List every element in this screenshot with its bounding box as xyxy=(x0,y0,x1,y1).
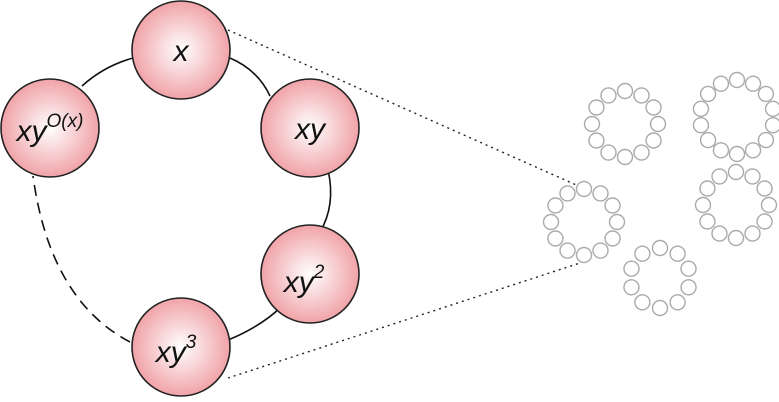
bead xyxy=(692,117,710,134)
edge-xy3-xyOx-dashed xyxy=(32,175,131,343)
bead xyxy=(616,82,634,100)
bead xyxy=(547,230,564,247)
edge-x-xy xyxy=(229,57,271,97)
svg-text:xy2: xy2 xyxy=(282,262,325,299)
bead xyxy=(764,100,779,117)
bead xyxy=(604,230,621,247)
node-xyOx-exponent: O(x) xyxy=(47,111,84,132)
bead xyxy=(744,75,762,92)
bead xyxy=(756,180,773,197)
bead xyxy=(727,163,745,181)
bead xyxy=(699,180,716,197)
bead xyxy=(699,85,717,103)
node-xy3-base: xy xyxy=(154,336,188,369)
bead xyxy=(633,144,650,161)
bead xyxy=(604,197,621,214)
bead xyxy=(600,87,617,104)
bead xyxy=(744,168,761,185)
bead xyxy=(559,242,576,259)
cycle-node-x: x xyxy=(131,0,231,100)
bead xyxy=(694,196,712,214)
bead xyxy=(542,213,560,231)
svg-text:xy: xy xyxy=(293,113,327,146)
edge-xy2-xy3 xyxy=(227,305,283,341)
node-xy2-exponent: 2 xyxy=(313,262,325,283)
cycle-node-xy: xy xyxy=(260,78,360,178)
bead xyxy=(649,115,667,133)
node-xy2-base: xy xyxy=(282,266,316,299)
bead xyxy=(592,242,609,259)
node-xy-label: xy xyxy=(293,113,327,146)
bead xyxy=(634,294,651,311)
bead xyxy=(711,225,728,242)
bead xyxy=(764,117,779,134)
bead xyxy=(757,85,775,103)
node-xy3-exponent: 3 xyxy=(186,332,197,353)
bead xyxy=(623,279,640,296)
bead xyxy=(575,180,593,198)
other-cycles xyxy=(542,71,779,317)
bead xyxy=(588,132,605,149)
bead xyxy=(651,239,669,257)
bead xyxy=(712,142,730,159)
node-x-label: x xyxy=(172,35,190,68)
bead xyxy=(592,185,609,202)
bead xyxy=(727,229,745,247)
bead xyxy=(756,213,773,230)
edge-xyOx-x xyxy=(81,57,134,87)
bead xyxy=(699,131,717,149)
bead xyxy=(699,213,716,230)
bead xyxy=(760,196,778,214)
node-xyOx-base: xy xyxy=(15,115,49,148)
small-cycle-1 xyxy=(583,82,667,166)
bead xyxy=(608,213,626,231)
bead xyxy=(712,75,730,92)
small-cycle-3 xyxy=(542,180,626,264)
bead xyxy=(547,197,564,214)
cycle-node-xyOx: xyO(x) xyxy=(0,78,100,178)
bead xyxy=(744,142,762,159)
bead xyxy=(728,145,746,163)
bead xyxy=(744,225,761,242)
bead xyxy=(583,115,601,133)
bead xyxy=(588,99,605,116)
svg-text:xyO(x): xyO(x) xyxy=(15,111,84,148)
small-cycle-2 xyxy=(692,71,779,163)
small-cycle-4 xyxy=(694,163,778,247)
bead xyxy=(645,132,662,149)
bead xyxy=(757,131,775,149)
bead xyxy=(633,87,650,104)
zoom-line-bottom xyxy=(227,261,584,379)
bead xyxy=(645,99,662,116)
bead xyxy=(651,299,669,317)
bead xyxy=(692,100,710,117)
small-cycle-5 xyxy=(623,239,697,317)
svg-text:xy3: xy3 xyxy=(154,332,197,369)
bead xyxy=(728,71,746,89)
bead xyxy=(575,246,593,264)
bead xyxy=(680,279,697,296)
bead xyxy=(669,294,686,311)
bead xyxy=(559,185,576,202)
bead xyxy=(600,144,617,161)
bead xyxy=(711,168,728,185)
bead xyxy=(634,245,651,262)
cycle-node-xy3: xy3 xyxy=(131,297,231,397)
bead xyxy=(623,260,640,277)
cycle-node-xy2: xy2 xyxy=(260,224,360,324)
edge-xy-xy2 xyxy=(319,169,332,233)
bead xyxy=(680,260,697,277)
svg-text:x: x xyxy=(172,35,190,68)
bead xyxy=(669,245,686,262)
bead xyxy=(616,148,634,166)
